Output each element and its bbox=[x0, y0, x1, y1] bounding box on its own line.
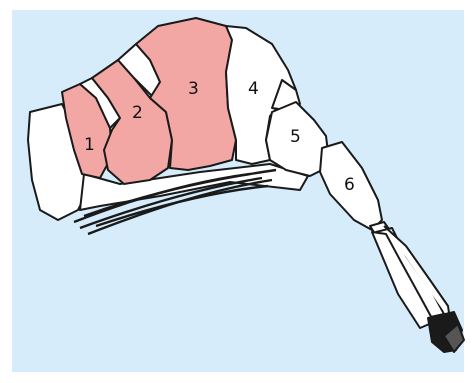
segment-6-label: 6 bbox=[344, 175, 355, 195]
segment-4-label: 4 bbox=[248, 79, 259, 99]
segment-1-label: 1 bbox=[84, 135, 95, 155]
segment-2-label: 2 bbox=[132, 103, 143, 123]
segment-5-label: 5 bbox=[290, 127, 301, 147]
segment-3-label: 3 bbox=[188, 79, 199, 99]
